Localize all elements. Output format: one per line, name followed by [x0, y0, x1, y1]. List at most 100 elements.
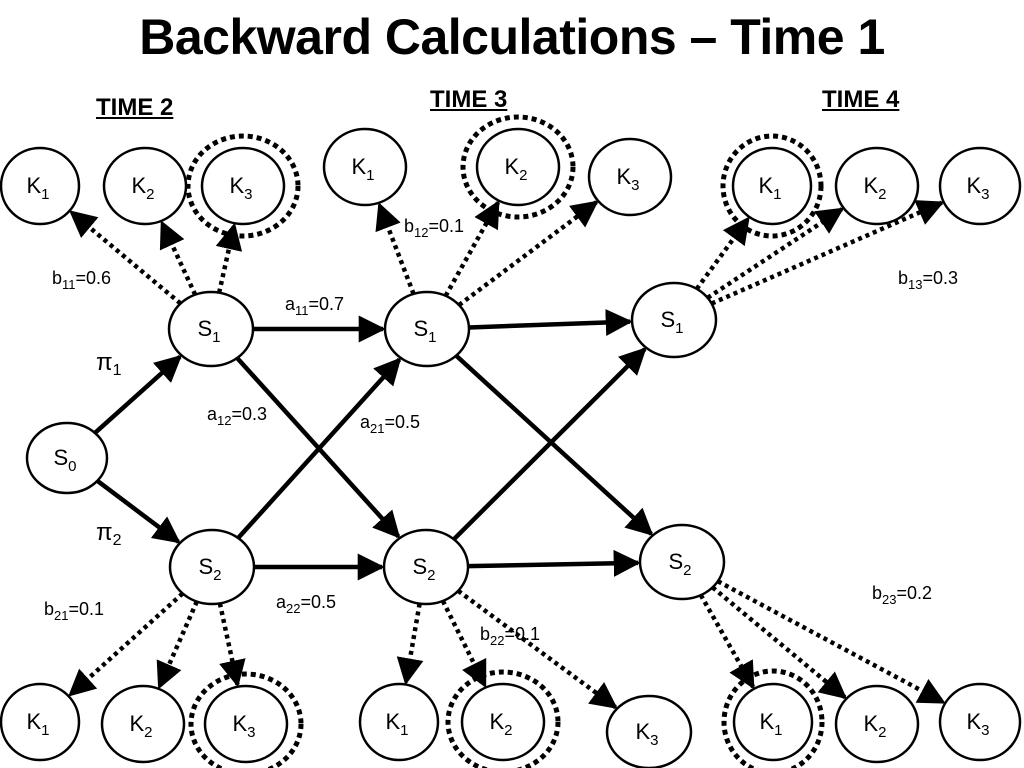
symbol-node-t3tk1: K1	[322, 127, 408, 207]
symbol-node-t2tk2: K2	[102, 146, 188, 226]
node-circle	[460, 682, 546, 762]
node-label: K1	[351, 154, 374, 184]
edge-label-pi1: π1	[96, 349, 122, 379]
emission-edge-t3s2-t3bk3	[456, 588, 618, 710]
node-circle	[200, 146, 286, 226]
state-node-t3s1: S1	[383, 290, 471, 368]
edge-t2s2-t3s1	[236, 357, 402, 540]
node-circle	[167, 290, 255, 368]
node-label: K3	[635, 719, 658, 749]
symbol-node-t4tk2: K2	[834, 146, 920, 226]
edge-t3s2-t4s1	[452, 347, 647, 541]
edge-s0-t2s1	[93, 354, 183, 435]
node-label: S2	[668, 549, 691, 579]
emission-edge-t4s2-t4bk3	[716, 579, 946, 705]
symbol-node-t2tk3: K3	[185, 133, 301, 239]
symbol-node-t2bk2: K2	[100, 684, 186, 764]
node-label: K3	[966, 173, 989, 203]
node-circle	[834, 684, 920, 764]
node-label: K1	[26, 173, 49, 203]
node-label: K1	[385, 709, 408, 739]
node-circle	[938, 146, 1022, 226]
emission-edge-t3s2-t3bk2	[440, 599, 487, 689]
node-circle	[605, 694, 693, 768]
symbol-node-t4bk3: K3	[938, 682, 1022, 762]
node-label: K2	[863, 711, 886, 741]
highlight-ring	[720, 133, 824, 239]
edge-label-a11: a11=0.7	[285, 294, 344, 318]
symbol-node-t2tk1: K1	[0, 146, 81, 226]
edge-label-b11: b11=0.6	[52, 268, 111, 292]
node-label: S1	[413, 316, 436, 346]
node-label: K3	[232, 711, 255, 741]
emission-edge-t2s1-t2tk2	[159, 220, 198, 296]
emission-edge-t3s2-t3bk1	[396, 603, 424, 686]
symbol-node-t3tk2: K2	[460, 114, 576, 220]
state-node-t3s2: S2	[382, 528, 470, 606]
edge-label-a22: a22=0.5	[276, 592, 336, 616]
edge-label-b13: b13=0.3	[898, 268, 958, 292]
node-label: S1	[660, 307, 683, 337]
time-2-label: TIME 2	[96, 94, 174, 121]
emission-edge-t2s2-t2bk3	[217, 602, 246, 688]
state-node-t4s1: S1	[630, 281, 718, 359]
symbol-node-t3bk1: K1	[358, 682, 440, 762]
time-4-label: TIME 4	[822, 86, 900, 113]
edge-label-b12: b12=0.1	[404, 216, 464, 240]
emission-edge-t3s1-t3tk2	[443, 200, 501, 297]
node-label: S1	[197, 316, 220, 346]
emission-edge-t4s1-t4tk3	[710, 200, 945, 306]
page-title: Backward Calculations – Time 1	[139, 9, 885, 65]
highlight-ring	[445, 669, 561, 768]
symbol-node-t4tk1: K1	[720, 133, 824, 239]
node-label: K3	[966, 709, 989, 739]
node-circle	[0, 146, 81, 226]
highlight-ring	[185, 133, 301, 239]
symbol-node-t3bk2: K2	[445, 669, 561, 768]
symbol-node-t4bk1: K1	[721, 668, 825, 768]
symbol-node-t3tk3: K3	[587, 137, 673, 217]
edge-label-a12: a12=0.3	[207, 404, 267, 428]
emission-edge-t4s2-t4bk2	[711, 585, 848, 700]
node-circle	[382, 528, 470, 606]
symbol-node-t2bk3: K3	[188, 671, 304, 768]
edge-s0-t2s2	[95, 479, 181, 544]
edge-label-pi2: π2	[96, 519, 122, 549]
symbol-node-t2bk1: K1	[0, 682, 81, 762]
state-node-t2s2: S2	[168, 528, 256, 606]
symbol-node-t4bk2: K2	[834, 684, 920, 764]
edge-label-b22: b22=0.1	[480, 624, 540, 648]
emission-edge-t4s2-t4bk1	[698, 593, 756, 690]
symbol-node-t4tk3: K3	[938, 146, 1022, 226]
state-node-s0: S0	[25, 421, 109, 495]
node-label: K1	[759, 709, 782, 739]
node-circle	[168, 528, 256, 606]
node-circle	[731, 146, 813, 226]
time-3-label: TIME 3	[430, 86, 508, 113]
highlight-ring	[188, 671, 304, 768]
node-circle	[475, 127, 561, 207]
node-label: K2	[489, 709, 512, 739]
node-label: K2	[129, 711, 152, 741]
node-label: K2	[863, 173, 886, 203]
node-circle	[383, 290, 471, 368]
edge-label-b23: b23=0.2	[872, 583, 932, 607]
emission-edge-t4s1-t4tk1	[694, 216, 751, 291]
node-label: K2	[504, 154, 527, 184]
node-circle	[100, 684, 186, 764]
node-label: K3	[229, 173, 252, 203]
emission-edge-t4s1-t4tk2	[706, 207, 845, 300]
edge-t3s1-t4s2	[454, 353, 654, 536]
node-circle	[322, 127, 408, 207]
highlight-ring	[460, 114, 576, 220]
node-circle	[630, 281, 718, 359]
state-node-t4s2: S2	[638, 523, 726, 601]
node-circle	[834, 146, 920, 226]
node-circle	[25, 421, 109, 495]
edge-label-a21: a21=0.5	[360, 412, 420, 436]
edge-label-b21: b21=0.1	[44, 599, 104, 623]
emission-edge-t2s2-t2bk1	[68, 591, 185, 697]
node-label: S2	[198, 554, 221, 584]
node-label: K3	[616, 164, 639, 194]
